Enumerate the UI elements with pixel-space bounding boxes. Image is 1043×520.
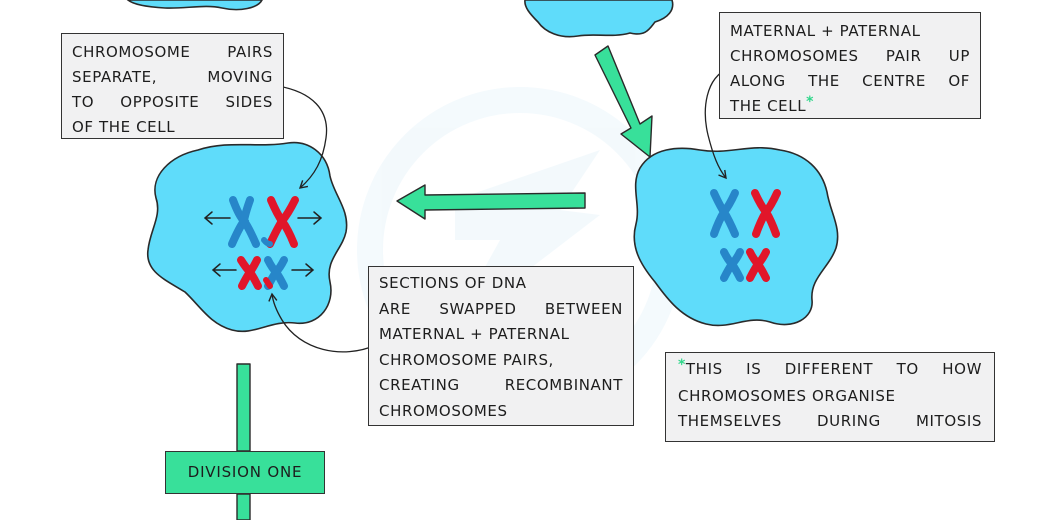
label-line: Sections of DNA [379,274,527,292]
label-line: Chromosome pairs [72,43,273,61]
connector-line [236,363,251,452]
label-line-text: the cell [730,97,807,115]
cell-fragment-top-left [126,0,263,11]
label-line: to opposite sides [72,93,273,111]
chromosome-blue-small-right [720,248,744,282]
arrow-to-right-cell [594,45,653,158]
label-note-mitosis-difference: *This is different to how chromosomes or… [665,352,995,442]
label-line: are swapped between [379,299,623,318]
label-line: themselves during mitosis [678,412,982,430]
chromosome-blue-large-right [710,189,739,238]
connector-line-lower [236,493,251,520]
label-chromosome-pairs-separate: Chromosome pairs separate, moving to opp… [61,33,284,139]
chromosome-blue-small-left [263,256,288,290]
label-line: chromosomes [379,401,508,420]
pull-arrow-left-bottom [211,263,237,277]
label-line: creating recombinant [379,376,623,394]
asterisk-marker: * [806,94,815,110]
label-line-text: This is different to how [685,360,982,378]
cell-fragment-top-center [524,0,674,38]
label-line: separate, moving [72,68,273,86]
label-chromosomes-pair-up: Maternal + paternal chromosomes pair up … [719,12,981,119]
chromosome-red-small-left [237,256,262,290]
cell-left [147,141,348,333]
chromosome-red-large-right [751,189,781,238]
label-line: chromosomes pair up [730,47,970,65]
label-line: along the centre of [730,72,970,90]
label-dna-sections-swapped: Sections of DNA are swapped between mate… [368,266,634,426]
pull-arrow-left-top [203,211,231,225]
label-line: of the cell [72,118,176,136]
label-line: *This is different to how [678,357,982,384]
label-line: chromosomes organise [678,386,896,405]
chromosome-red-large-left [261,196,299,248]
pull-arrow-right-top [297,211,323,225]
pull-arrow-right-bottom [291,263,315,277]
chromosome-red-small-right [746,248,770,282]
division-one-label: Division one [165,451,325,494]
chromosome-blue-large-left [228,196,260,248]
label-line: maternal + paternal [379,325,570,343]
asterisk-marker: * [678,357,686,373]
callout-arrow-crossing [268,292,377,353]
callout-arrow-separate [277,85,328,189]
arrow-to-left-cell [396,184,586,220]
callout-arrow-pair-up [704,67,730,180]
label-line: Maternal + paternal [730,22,921,40]
label-line: chromosome pairs, [379,350,554,369]
label-line: the cell* [730,94,970,120]
